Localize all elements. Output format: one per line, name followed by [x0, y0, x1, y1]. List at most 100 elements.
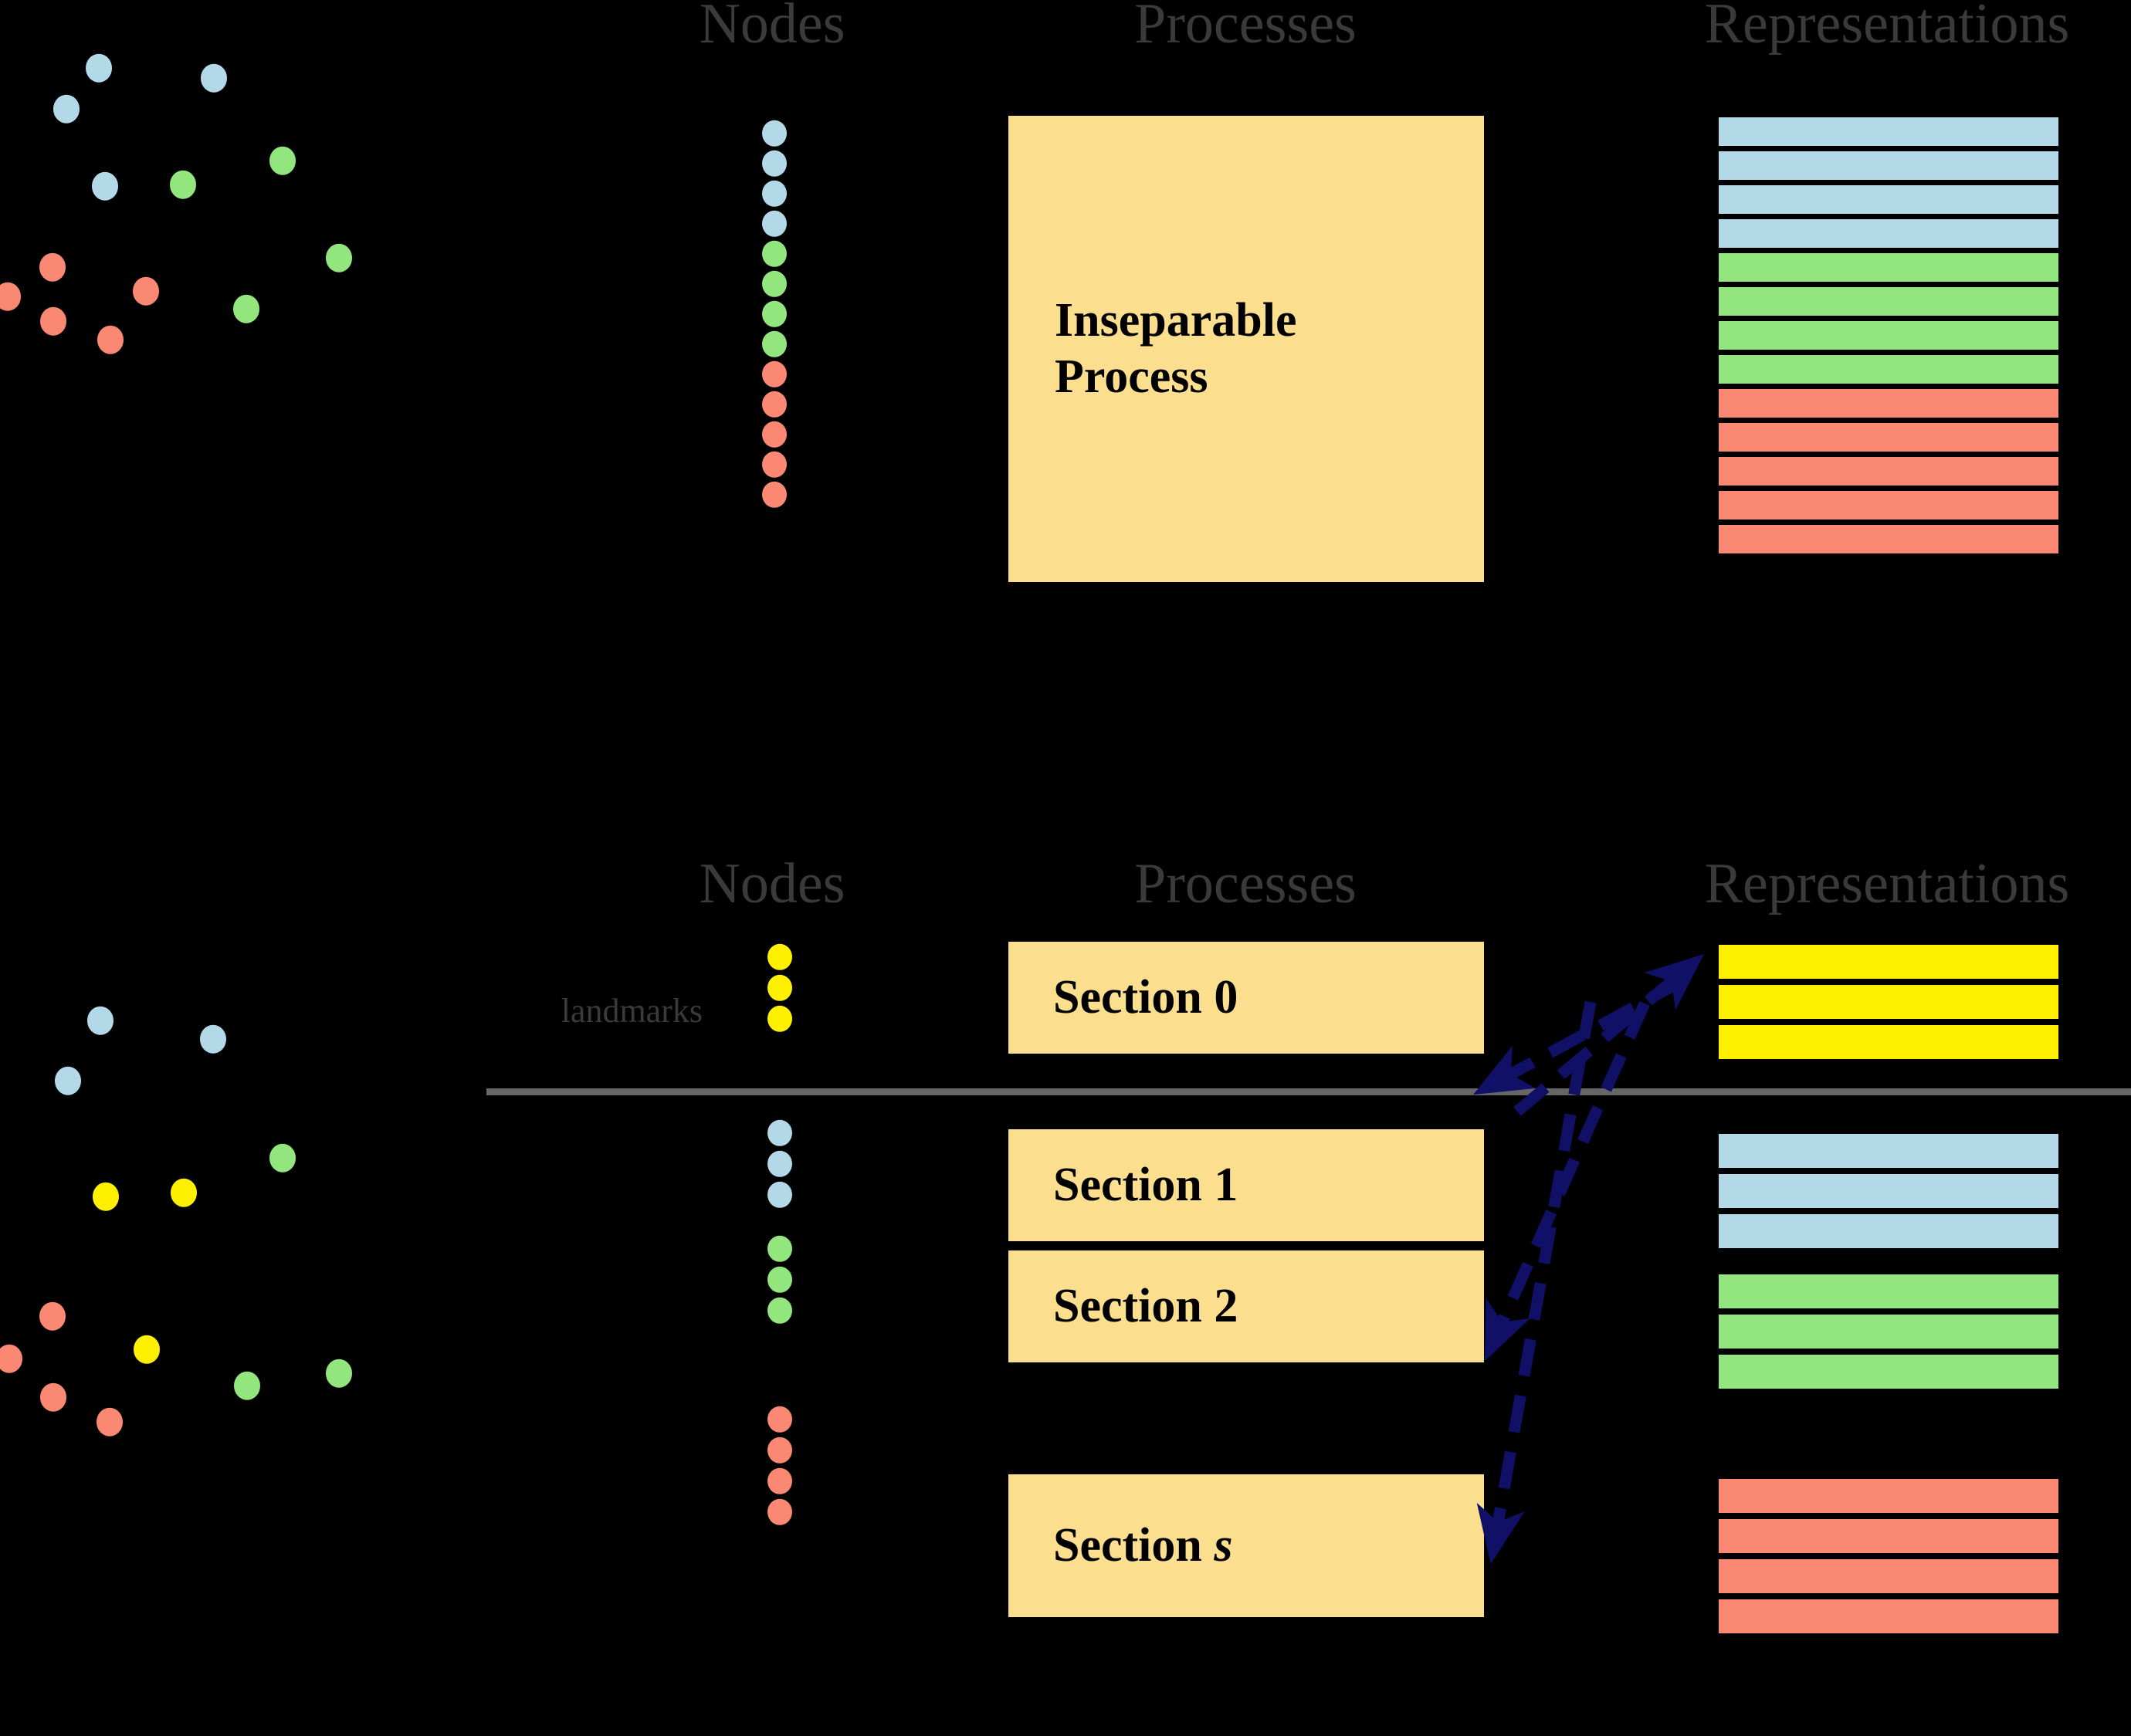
section-box-label: Section 0: [1053, 970, 1238, 1024]
node-column-dot: [762, 330, 787, 358]
scatter-node-dot: [97, 325, 124, 354]
scatter-node-dot: [133, 276, 159, 306]
bottom-header-nodes: Nodes: [699, 852, 845, 915]
scatter-node-dot: [93, 1182, 119, 1211]
bottom-header-representations: Representations: [1704, 852, 2070, 915]
landmarks-label: landmarks: [561, 992, 703, 1030]
representation-stripe: [1719, 1519, 2058, 1553]
arrow-to-section-2: [1484, 1000, 1650, 1362]
node-column-dot: [767, 1181, 792, 1209]
section-index-symbol: s: [1214, 1518, 1233, 1572]
scatter-node-dot: [326, 1359, 352, 1388]
representation-stripe: [1719, 1559, 2058, 1593]
representation-stripe: [1719, 1214, 2058, 1248]
scatter-node-dot: [39, 252, 66, 282]
scatter-node-dot: [40, 306, 66, 336]
top-header-representations: Representations: [1704, 0, 2070, 56]
scatter-node-dot: [87, 1006, 113, 1035]
scatter-node-dot: [234, 1371, 260, 1400]
representation-stripe: [1719, 1134, 2058, 1168]
node-column-dot: [762, 391, 787, 418]
arrow-to-section-s: [1476, 1000, 1597, 1565]
representation-stripe: [1719, 1315, 2058, 1349]
node-column-dot: [767, 1119, 792, 1147]
node-column-dot: [762, 180, 787, 208]
representation-stripe: [1719, 1599, 2058, 1633]
representation-stripe: [1719, 355, 2058, 384]
scatter-node-dot: [0, 1344, 22, 1373]
section-box-label: Section 1: [1053, 1158, 1238, 1211]
scatter-node-dot: [269, 1143, 296, 1173]
section-box-label: Section s: [1053, 1518, 1233, 1572]
node-column-dot: [762, 451, 787, 479]
representation-stripe: [1719, 151, 2058, 180]
representation-stripe: [1719, 287, 2058, 316]
node-column-dot: [767, 1406, 792, 1433]
section-box-2[interactable]: Section 2: [1008, 1250, 1484, 1362]
section-box-label: Section 2: [1053, 1279, 1238, 1332]
node-column-dot: [767, 1498, 792, 1526]
node-column-dot: [762, 240, 787, 268]
scatter-node-dot: [97, 1407, 123, 1437]
node-column-dot: [767, 974, 792, 1002]
node-column-dot: [767, 1150, 792, 1178]
landmark-divider-line: [486, 1088, 2131, 1095]
representation-stripe: [1719, 117, 2058, 146]
node-column-dot: [762, 120, 787, 147]
scatter-node-dot: [170, 170, 196, 199]
scatter-node-dot: [269, 146, 296, 175]
scatter-node-dot: [326, 243, 352, 272]
representation-stripe: [1719, 525, 2058, 553]
section-box-3[interactable]: Section s: [1008, 1474, 1484, 1617]
scatter-node-dot: [55, 1066, 81, 1095]
node-column-dot: [767, 943, 792, 971]
representation-stripe: [1719, 491, 2058, 519]
scatter-node-dot: [39, 1301, 66, 1331]
scatter-node-dot: [134, 1335, 160, 1364]
representation-stripe: [1719, 1355, 2058, 1389]
node-column-dot: [767, 1437, 792, 1464]
scatter-node-dot: [92, 171, 118, 201]
node-column-dot: [762, 421, 787, 448]
node-column-dot: [767, 1467, 792, 1495]
node-column-dot: [762, 210, 787, 238]
representation-stripe: [1719, 389, 2058, 418]
representation-stripe: [1719, 185, 2058, 214]
inseparable-process-label: Inseparable Process: [1055, 293, 1297, 403]
representation-stripe: [1719, 321, 2058, 350]
node-column-dot: [767, 1266, 792, 1294]
section-box-1[interactable]: Section 1: [1008, 1129, 1484, 1241]
arrow-to-section-1: [1473, 975, 1686, 1095]
scatter-node-dot: [40, 1382, 66, 1412]
representation-stripe: [1719, 219, 2058, 248]
section-box-0[interactable]: Section 0: [1008, 942, 1484, 1054]
node-column-dot: [767, 1005, 792, 1033]
inseparable-process-box[interactable]: Inseparable Process: [1008, 116, 1484, 582]
representation-stripe: [1719, 985, 2058, 1019]
representation-stripe: [1719, 423, 2058, 452]
bottom-header-processes: Processes: [1134, 852, 1357, 915]
node-column-dot: [767, 1235, 792, 1263]
node-column-dot: [762, 150, 787, 178]
representation-stripe: [1719, 1025, 2058, 1059]
scatter-node-dot: [200, 1024, 226, 1054]
representation-stripe: [1719, 1174, 2058, 1208]
scatter-node-dot: [171, 1178, 197, 1207]
representation-stripe: [1719, 1479, 2058, 1513]
top-header-nodes: Nodes: [699, 0, 845, 56]
scatter-node-dot: [0, 282, 21, 311]
node-column-dot: [762, 481, 787, 509]
representation-stripe: [1719, 945, 2058, 979]
scatter-node-dot: [86, 53, 112, 83]
representation-stripe: [1719, 253, 2058, 282]
representation-stripe: [1719, 457, 2058, 486]
top-header-processes: Processes: [1134, 0, 1357, 56]
scatter-node-dot: [233, 294, 259, 323]
scatter-node-dot: [53, 94, 80, 124]
node-column-dot: [767, 1297, 792, 1325]
representation-stripe: [1719, 1274, 2058, 1308]
scatter-node-dot: [201, 63, 227, 93]
node-column-dot: [762, 360, 787, 388]
node-column-dot: [762, 300, 787, 328]
